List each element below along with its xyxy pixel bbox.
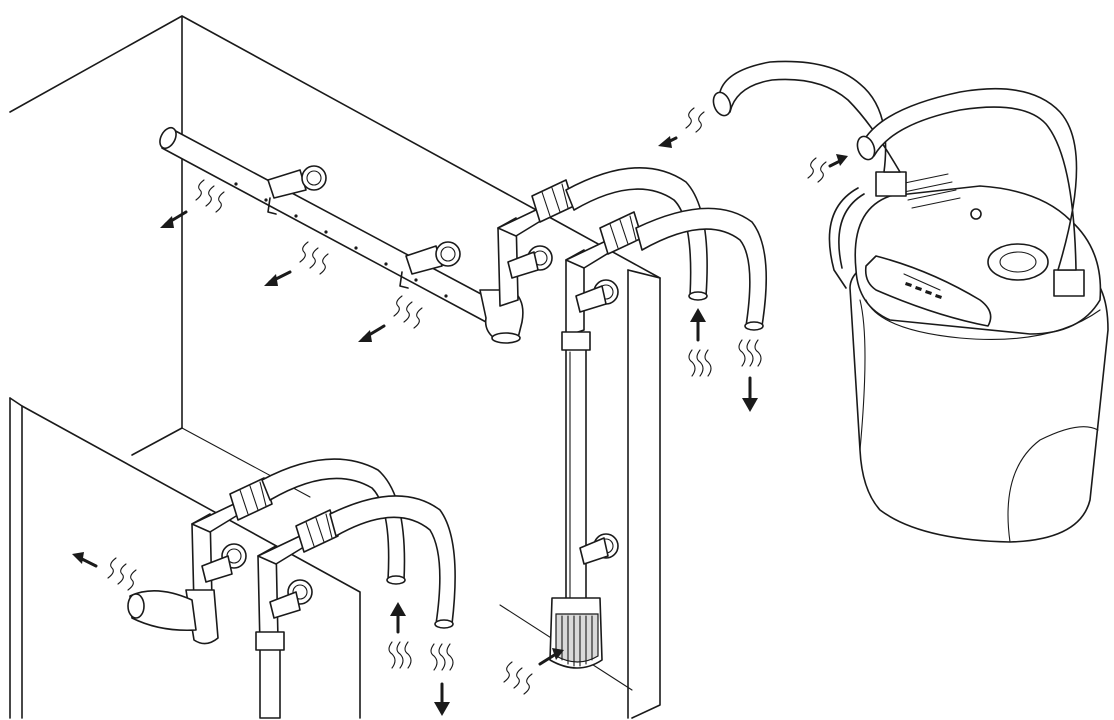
suction-clip-1 bbox=[267, 165, 327, 215]
flow-arrow-strainer bbox=[503, 648, 564, 695]
lower-aquarium bbox=[9, 397, 361, 719]
flow-arrow-lower-outflow bbox=[72, 552, 137, 591]
spray-bar bbox=[159, 126, 524, 344]
flow-arrow-canister-out bbox=[658, 107, 705, 148]
suction-clip-2 bbox=[399, 241, 461, 289]
lower-intake-assembly bbox=[255, 509, 339, 719]
flow-arrow-outflow-main bbox=[738, 339, 762, 412]
flow-arrow-lower-out bbox=[430, 643, 454, 716]
outlet-assembly bbox=[497, 179, 575, 307]
spray-holes bbox=[234, 182, 448, 298]
flow-arrow-canister-in bbox=[807, 154, 848, 183]
flow-arrow-outflow-2 bbox=[264, 241, 329, 286]
flow-arrow-outflow-1 bbox=[160, 179, 225, 228]
flow-arrow-outflow-3 bbox=[358, 295, 423, 342]
canister-filter bbox=[712, 60, 1109, 543]
lower-hose-pair bbox=[261, 458, 456, 629]
flow-arrows bbox=[72, 107, 848, 716]
lower-outlet-assembly bbox=[127, 477, 273, 645]
flow-arrow-inflow-main bbox=[688, 308, 712, 377]
hose-pair bbox=[565, 167, 768, 331]
flow-arrow-lower-inflow bbox=[388, 602, 412, 669]
intake-assembly bbox=[549, 211, 643, 669]
